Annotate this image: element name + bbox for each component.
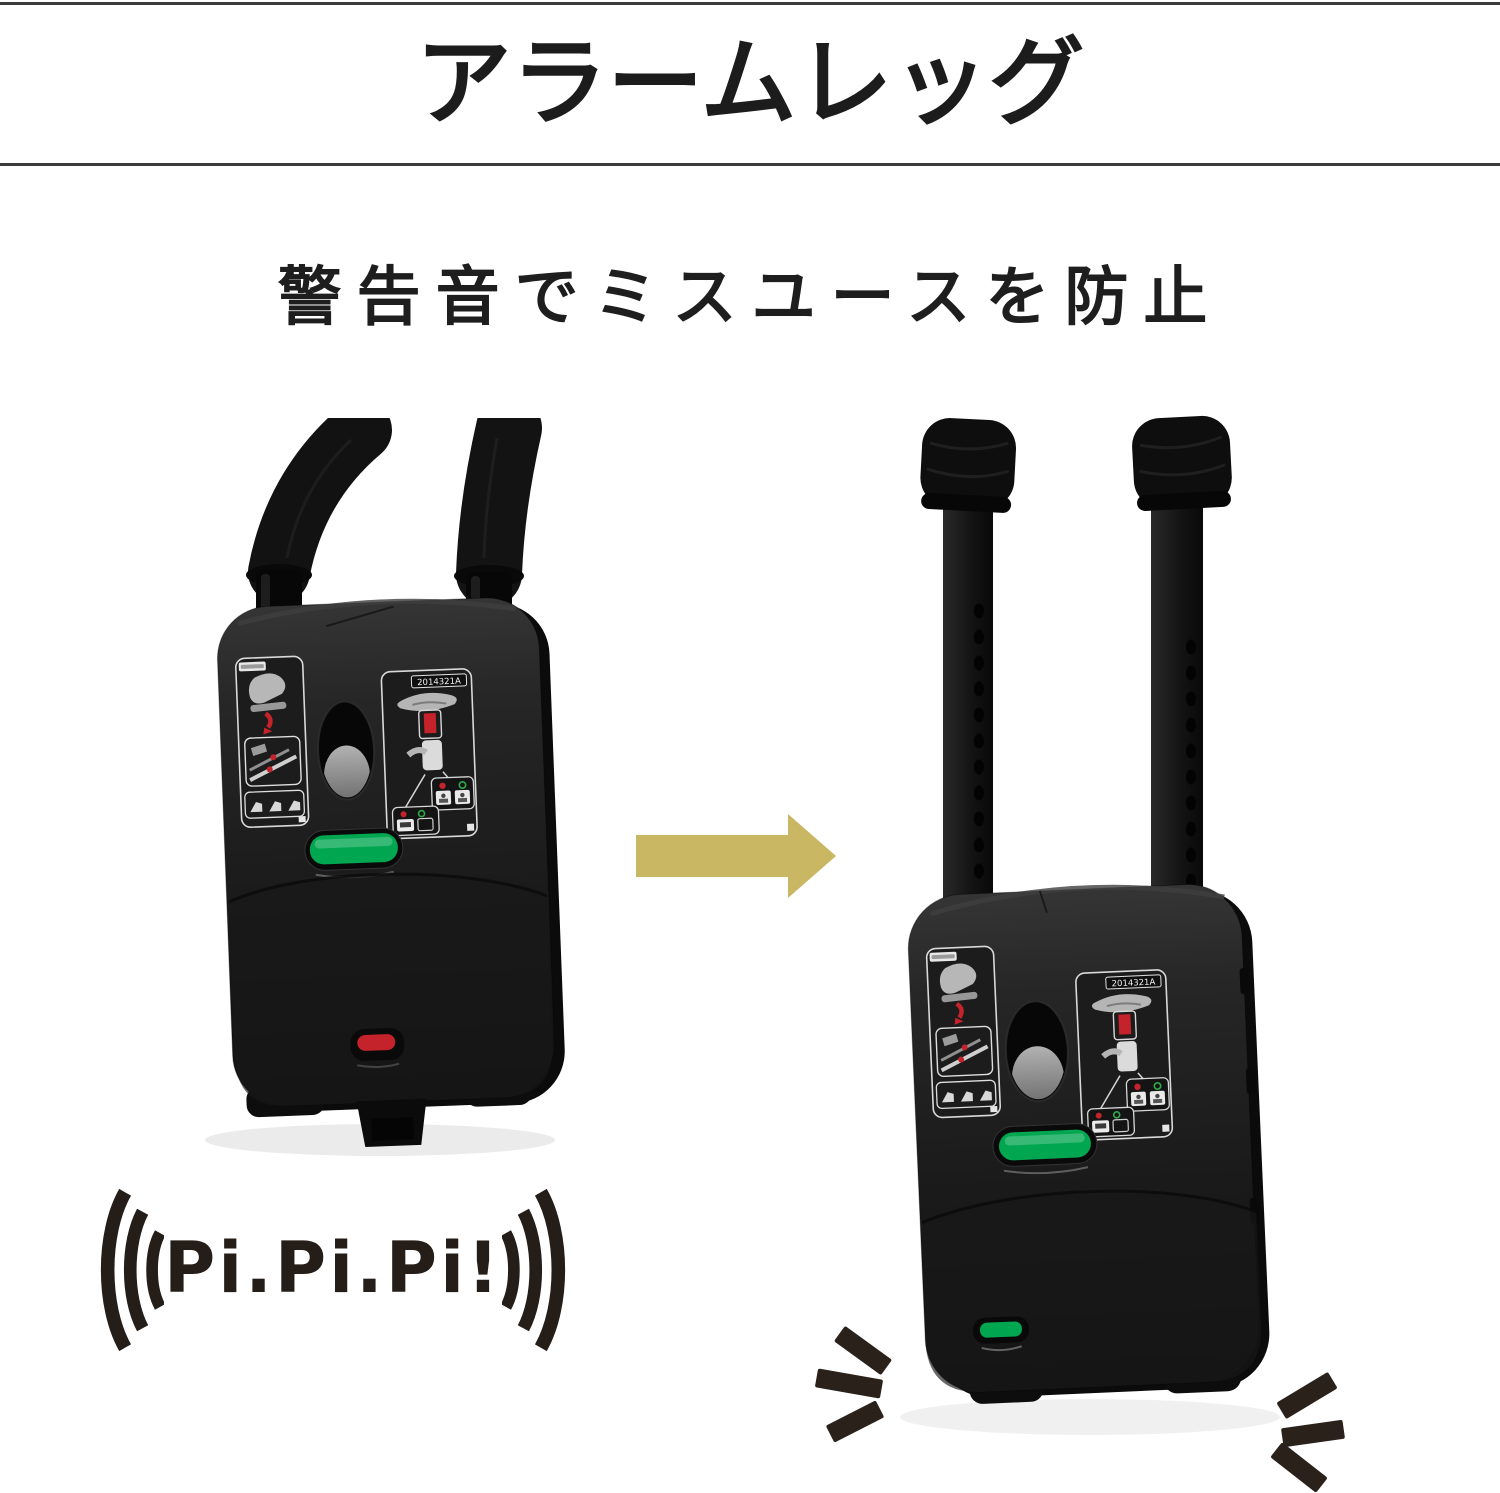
red-arrow-icon	[264, 711, 273, 729]
alarm-sound: Pi.Pi.Pi!	[96, 1186, 570, 1354]
seat-positions-diagram	[935, 1079, 997, 1110]
seat-positions-diagram	[244, 789, 306, 819]
leg-left-retracted	[246, 418, 392, 624]
subtitle: 警告音でミスユースを防止	[277, 261, 1223, 333]
warning-label-alarm: 2014321A	[380, 668, 478, 840]
transform-arrow-icon	[636, 814, 836, 898]
leg-sleeve-right	[1132, 415, 1232, 511]
status-examples-panel-2	[391, 805, 440, 837]
red-arrow-icon	[955, 1001, 964, 1019]
warning-label-seat	[235, 655, 310, 828]
device-before-photo: 2014321A	[205, 418, 565, 1156]
leg-sleeve-left	[920, 418, 1017, 513]
leg-right-retracted	[454, 418, 542, 624]
car-seat-icon	[939, 963, 977, 994]
status-light	[309, 833, 398, 865]
sound-wave-right-icon	[502, 1188, 566, 1352]
alarm-sound-text: Pi.Pi.Pi!	[163, 1227, 502, 1309]
alert-indicator	[350, 1027, 405, 1069]
status-light	[998, 1129, 1091, 1161]
install-diagram	[935, 1025, 994, 1078]
release-button	[317, 700, 376, 801]
leg-sleeve-icon	[248, 418, 392, 603]
bottom-light	[979, 1321, 1022, 1338]
label-code-text: 2014321A	[417, 676, 461, 688]
label-red-indicator	[423, 712, 437, 734]
warning-label-seat	[925, 945, 1002, 1119]
device-body: 2014321A	[216, 597, 565, 1148]
label-red-indicator	[1118, 1014, 1132, 1035]
status-examples-panel	[1125, 1077, 1170, 1112]
leg-tube-right-extended	[1151, 491, 1203, 925]
leg-tube-left-extended	[943, 491, 993, 915]
warning-label-alarm: 2014321A	[1075, 969, 1174, 1141]
label-code-text: 2014321A	[1111, 977, 1155, 989]
status-indicator	[304, 827, 404, 879]
device-body: 2014321A	[907, 884, 1270, 1404]
sound-wave-left-icon	[100, 1188, 164, 1352]
status-indicator	[992, 1123, 1098, 1175]
install-diagram	[244, 735, 302, 787]
release-button	[1004, 1000, 1069, 1103]
status-examples-panel-2	[1086, 1106, 1136, 1138]
page-title: アラームレッグ	[415, 30, 1085, 137]
bottom-indicator	[972, 1316, 1030, 1352]
device-shadow	[900, 1399, 1280, 1435]
section-rule	[0, 163, 1500, 166]
device-after-photo: 2014321A	[900, 415, 1280, 1435]
status-examples-panel	[430, 776, 475, 811]
leg-sleeve-icon	[456, 418, 542, 607]
car-seat-icon	[248, 673, 286, 704]
alert-light	[357, 1034, 396, 1051]
top-rule	[0, 2, 1500, 5]
